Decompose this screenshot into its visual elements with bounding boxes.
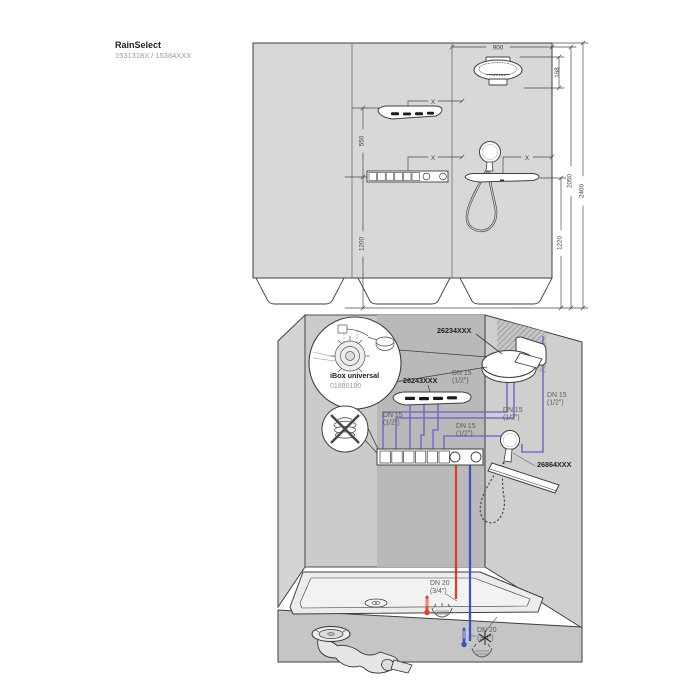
- dim-x3: X: [525, 155, 530, 162]
- spray-slots: [405, 396, 457, 401]
- leader-26864: [512, 452, 536, 467]
- dn15-labels: DN 15 (1/2") DN 15 (1/2") DN 15 (1/2") D…: [383, 370, 567, 438]
- rainselect-trim: [366, 170, 449, 183]
- hot-water-icon: [424, 595, 453, 618]
- leader-dn20-hot: [445, 593, 458, 602]
- dn15-size-2: (1/2"): [383, 420, 400, 427]
- dn15-label-1: DN 15: [452, 370, 472, 377]
- dim-2050: 2050: [567, 174, 574, 189]
- dim-x1: X: [431, 99, 436, 106]
- ibox-label: iBox universal: [330, 371, 379, 380]
- handshower-and-shelf: [464, 141, 540, 233]
- product-title: RainSelect: [115, 40, 161, 50]
- overhead-shower-wide: [392, 391, 472, 406]
- temp-knob: [422, 172, 431, 181]
- volume-knob: [439, 172, 447, 181]
- leader-26243: [427, 384, 431, 393]
- dn15-size-3: (1/2"): [503, 415, 520, 422]
- dn15-size-5: (1/2"): [547, 400, 564, 407]
- dim-900: 900: [493, 45, 504, 52]
- dn15-size-4: (1/2"): [456, 431, 473, 438]
- dim-1200: 1200: [359, 237, 366, 252]
- handshower-handle: [503, 448, 513, 463]
- ibox-schematic: [312, 324, 395, 385]
- dim-168: 168: [554, 67, 561, 78]
- leader-26234: [475, 333, 503, 355]
- cold-basin-icon: [471, 643, 493, 658]
- rainselect-trim-rough: [376, 448, 484, 466]
- dn15-label-5: DN 15: [547, 392, 567, 399]
- cross-out-icon: [330, 414, 360, 444]
- sheet-header: RainSelect 1531318X / 15384XXX: [115, 40, 191, 60]
- top-dimension-drawing: 900 168 2050 2400 1220 550 1200 X X X: [252, 40, 589, 311]
- dn20-size-hot: (3/4"): [430, 588, 447, 595]
- shelf: [464, 173, 540, 183]
- part-number-26234: 26234XXX: [437, 326, 472, 335]
- overhead-shower-round: [481, 336, 547, 383]
- hot-basin-icon: [431, 603, 453, 618]
- model-numbers: 1531318X / 15384XXX: [115, 51, 191, 60]
- cold-water-icon: [461, 627, 493, 658]
- handshower-handle: [485, 161, 494, 172]
- left-wall: [277, 313, 306, 609]
- temp-knob: [449, 451, 461, 463]
- dn15-size-1: (1/2"): [452, 378, 469, 385]
- prohibited-fitting-callout: [321, 405, 379, 454]
- dn20-label-hot: DN 20: [430, 580, 450, 587]
- ibox-part-number: 01800180: [330, 383, 361, 390]
- dimension-lines: [344, 40, 589, 311]
- dim-x2: X: [431, 155, 436, 162]
- part-number-26864: 26864XXX: [537, 460, 572, 469]
- shower-tray: [289, 571, 544, 615]
- overhead-shower-wide-side: [377, 105, 443, 120]
- shelf: [487, 462, 560, 494]
- shower-trays: [255, 277, 553, 305]
- select-buttons: [379, 450, 450, 464]
- drain-trap: [311, 626, 413, 674]
- dim-550: 550: [359, 135, 366, 146]
- dim-2400: 2400: [579, 184, 586, 199]
- part-number-26243: 26243XXX: [403, 376, 438, 385]
- select-buttons: [368, 172, 420, 181]
- snowflake-icon: [478, 631, 492, 645]
- dn20-label-cold: DN 20: [477, 627, 497, 634]
- bottom-plumbing-diagram: 26234XXX 26243XXX: [277, 313, 583, 674]
- shower-hose-dashed: [479, 461, 505, 524]
- handshower-shelf-rough: [479, 430, 560, 524]
- dim-1220: 1220: [557, 236, 564, 251]
- dn15-label-4: DN 15: [456, 423, 476, 430]
- volume-knob: [470, 451, 482, 463]
- overhead-shower-round-plan: [473, 56, 523, 86]
- outlet-pipe: [390, 659, 413, 674]
- ibox-callout: iBox universal 01800180: [308, 316, 488, 410]
- dn15-label-3: DN 15: [503, 407, 523, 414]
- dn15-label-2: DN 15: [383, 412, 403, 419]
- spray-slots: [391, 111, 434, 116]
